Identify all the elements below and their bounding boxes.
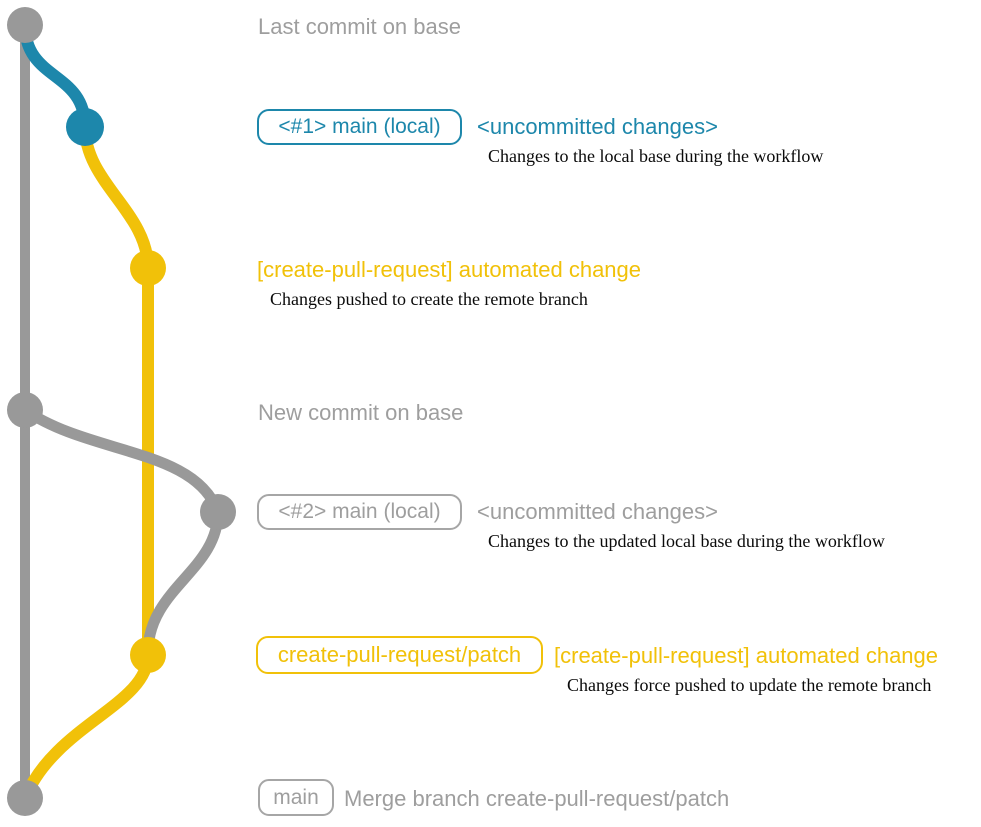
branch-badge-main: main	[258, 779, 334, 816]
branch-badge-main-local-2-text: <#2> main (local)	[278, 500, 441, 523]
uncommitted-changes-label-1: <uncommitted changes>	[477, 114, 718, 139]
caption-local-base-changes: Changes to the local base during the wor…	[488, 146, 824, 166]
branch-badge-main-text: main	[273, 785, 319, 809]
commit-node-patch-2	[130, 637, 166, 673]
merge-branch-label: Merge branch create-pull-request/patch	[344, 786, 730, 811]
last-commit-label: Last commit on base	[258, 14, 461, 39]
branch-badge-main-local-1-text: <#1> main (local)	[278, 115, 441, 138]
branch-badge-patch-text: create-pull-request/patch	[277, 642, 522, 667]
automated-change-label-2: [create-pull-request] automated change	[554, 643, 939, 668]
commit-node-local-main-1	[66, 108, 104, 146]
patch-merge-curve	[19, 649, 154, 804]
branch-badge-main-local-1: <#1> main (local)	[257, 109, 462, 145]
automated-change-label-1: [create-pull-request] automated change	[257, 257, 642, 282]
commit-node-new-base	[7, 392, 43, 428]
caption-changes-force-pushed: Changes force pushed to update the remot…	[567, 675, 932, 695]
commit-node-last-base	[7, 7, 43, 43]
uncommitted-changes-label-2: <uncommitted changes>	[477, 499, 718, 524]
caption-changes-pushed: Changes pushed to create the remote bran…	[270, 289, 588, 309]
commit-node-local-main-2	[200, 494, 236, 530]
local-main2-branch-curve	[19, 404, 224, 518]
new-commit-label: New commit on base	[258, 400, 464, 425]
caption-updated-local-base-changes: Changes to the updated local base during…	[488, 531, 885, 551]
local-main2-to-patch-curve	[142, 506, 224, 656]
commit-node-merge	[7, 780, 43, 816]
branch-badge-main-local-2: <#2> main (local)	[257, 494, 462, 530]
branch-badge-patch: create-pull-request/patch	[256, 636, 543, 674]
patch-branch-curve	[79, 121, 154, 274]
commit-node-patch-1	[130, 250, 166, 286]
